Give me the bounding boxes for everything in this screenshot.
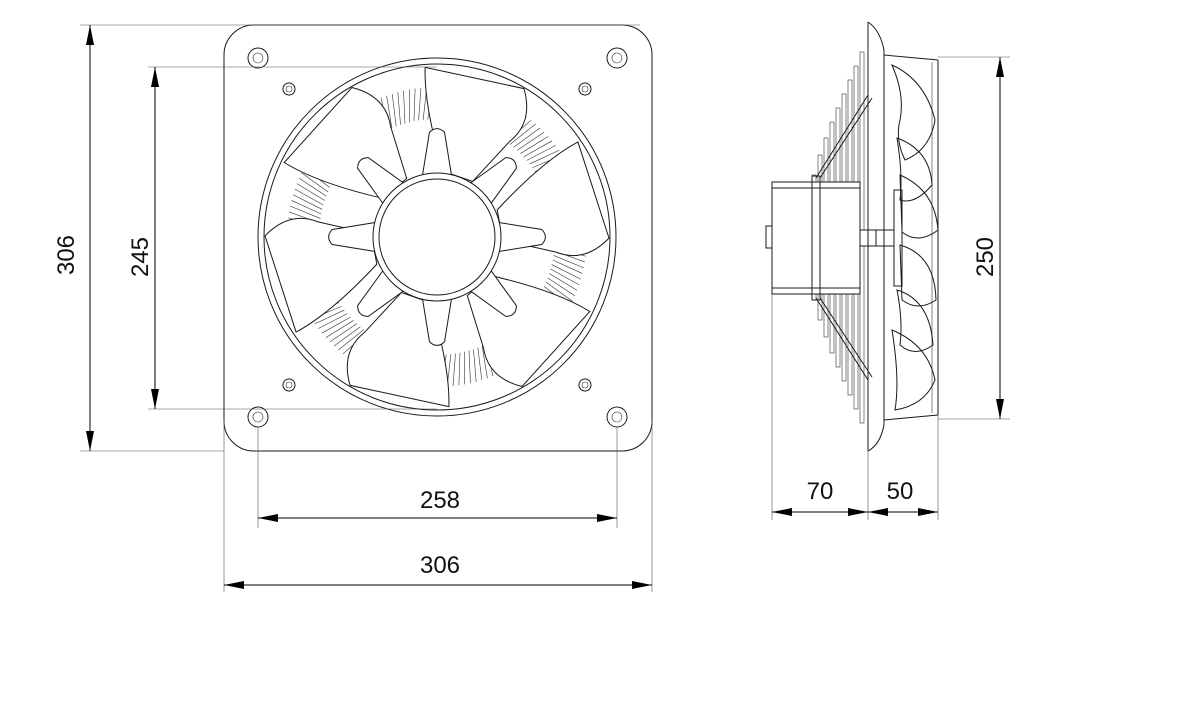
mounting-hole: [606, 406, 628, 428]
hatch-line: [418, 87, 422, 121]
hatch-line: [545, 281, 573, 302]
hatch-line: [520, 136, 549, 154]
support-struts: [815, 94, 873, 381]
screw: [578, 82, 592, 96]
hatch-line: [458, 352, 461, 386]
mounting-hole: [247, 47, 269, 69]
guard-spoke: [496, 221, 546, 253]
hatch-line: [547, 277, 576, 297]
hatch-line: [552, 259, 583, 274]
front-view: [223, 24, 653, 452]
hatch-line: [294, 188, 324, 206]
hatch-line: [513, 127, 541, 148]
hatch-line: [481, 345, 488, 379]
motor-shaft: [859, 229, 895, 247]
screw: [578, 378, 592, 392]
motor-hub-outer: [372, 172, 502, 302]
hatch-line: [301, 172, 329, 193]
hatch-line: [296, 183, 325, 201]
guard-screws: [282, 82, 592, 392]
hatch-line: [386, 95, 393, 129]
dim-label-side-depth-motor: 70: [807, 478, 834, 505]
dim-label-front-height-blade: 245: [127, 237, 154, 277]
hatch-line: [549, 273, 578, 291]
dim-label-side-diameter: 250: [972, 237, 999, 277]
mounting-hole: [247, 406, 269, 428]
hatch-line: [333, 326, 361, 347]
dim-label-front-height-overall: 306: [53, 235, 80, 275]
dim-label-front-width-holes: 258: [420, 487, 460, 514]
venturi-outer-ring: [257, 57, 617, 417]
hatch-line: [477, 347, 483, 381]
hatch-line: [298, 177, 327, 197]
hatch-line: [452, 353, 456, 387]
screw: [282, 378, 296, 392]
dim-label-front-width-overall: 306: [420, 552, 460, 579]
side-blades: [891, 64, 939, 411]
hatch-line: [321, 316, 351, 334]
corner-holes: [247, 47, 628, 428]
hatch-line: [516, 131, 545, 151]
hatch-line: [523, 140, 553, 158]
hatch-line: [509, 123, 536, 145]
guard-spoke: [328, 221, 378, 253]
hatch-line: [329, 323, 358, 343]
hatch-line: [338, 329, 365, 351]
side-dimensions: 250 70 50: [771, 56, 1010, 520]
hatch-line: [550, 268, 580, 286]
hatch-line: [290, 205, 321, 219]
hatch-line: [325, 320, 354, 338]
hatch-line: [292, 194, 323, 210]
motor-hub: [378, 178, 496, 296]
hatch-line: [553, 255, 584, 269]
mounting-hole: [606, 47, 628, 69]
hatch-line: [397, 92, 401, 125]
side-flange: [867, 21, 939, 452]
hatch-line: [403, 90, 406, 124]
hatch-line: [551, 264, 582, 280]
hatch-line: [314, 309, 345, 325]
hatch-line: [291, 200, 322, 215]
dim-label-side-depth-flange: 50: [887, 478, 914, 505]
guard-spoke: [421, 128, 453, 178]
guard-spoke: [421, 296, 453, 346]
side-view: [765, 21, 939, 452]
hatch-line: [473, 349, 477, 382]
hatch-line: [526, 145, 556, 161]
hatch-line: [391, 93, 397, 127]
front-dimensions: 306 245 258 306: [53, 24, 653, 592]
screw: [282, 82, 296, 96]
hatch-line: [318, 313, 348, 329]
venturi-inner-ring: [263, 63, 611, 411]
hatch-line: [468, 350, 471, 384]
hatch-line: [413, 88, 416, 122]
motor-body: [765, 175, 861, 301]
hatch-line: [529, 149, 560, 165]
